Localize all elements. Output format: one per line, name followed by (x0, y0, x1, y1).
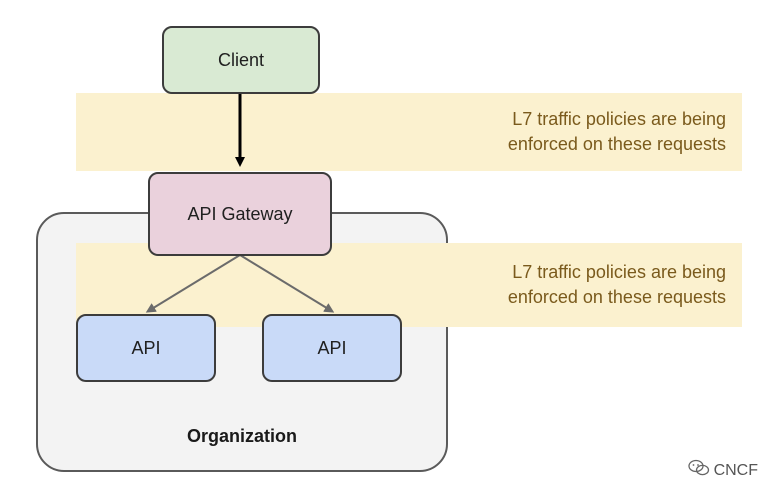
edge-gateway-to-api-left (145, 254, 241, 313)
api-gateway-label: API Gateway (187, 203, 293, 224)
wechat-icon (687, 459, 710, 482)
api-right-label: API (317, 337, 347, 358)
edge-gateway-to-api-right (239, 254, 335, 313)
api-node-right: API (262, 314, 402, 382)
policy-band-bottom-text: L7 traffic policies are being enforced o… (507, 262, 726, 307)
policy-band-bottom: L7 traffic policies are being enforced o… (76, 243, 742, 327)
api-gateway-node: API Gateway (148, 172, 332, 256)
watermark-text: CNCF (713, 461, 758, 479)
organization-label: Organization (186, 426, 297, 446)
policy-band-top: L7 traffic policies are being enforced o… (76, 93, 742, 171)
watermark: CNCF (687, 459, 758, 482)
policy-band-top-text: L7 traffic policies are being enforced o… (507, 109, 726, 154)
client-label: Client (217, 49, 265, 70)
client-node: Client (162, 26, 320, 94)
api-node-left: API (76, 314, 216, 382)
api-left-label: API (131, 337, 161, 358)
